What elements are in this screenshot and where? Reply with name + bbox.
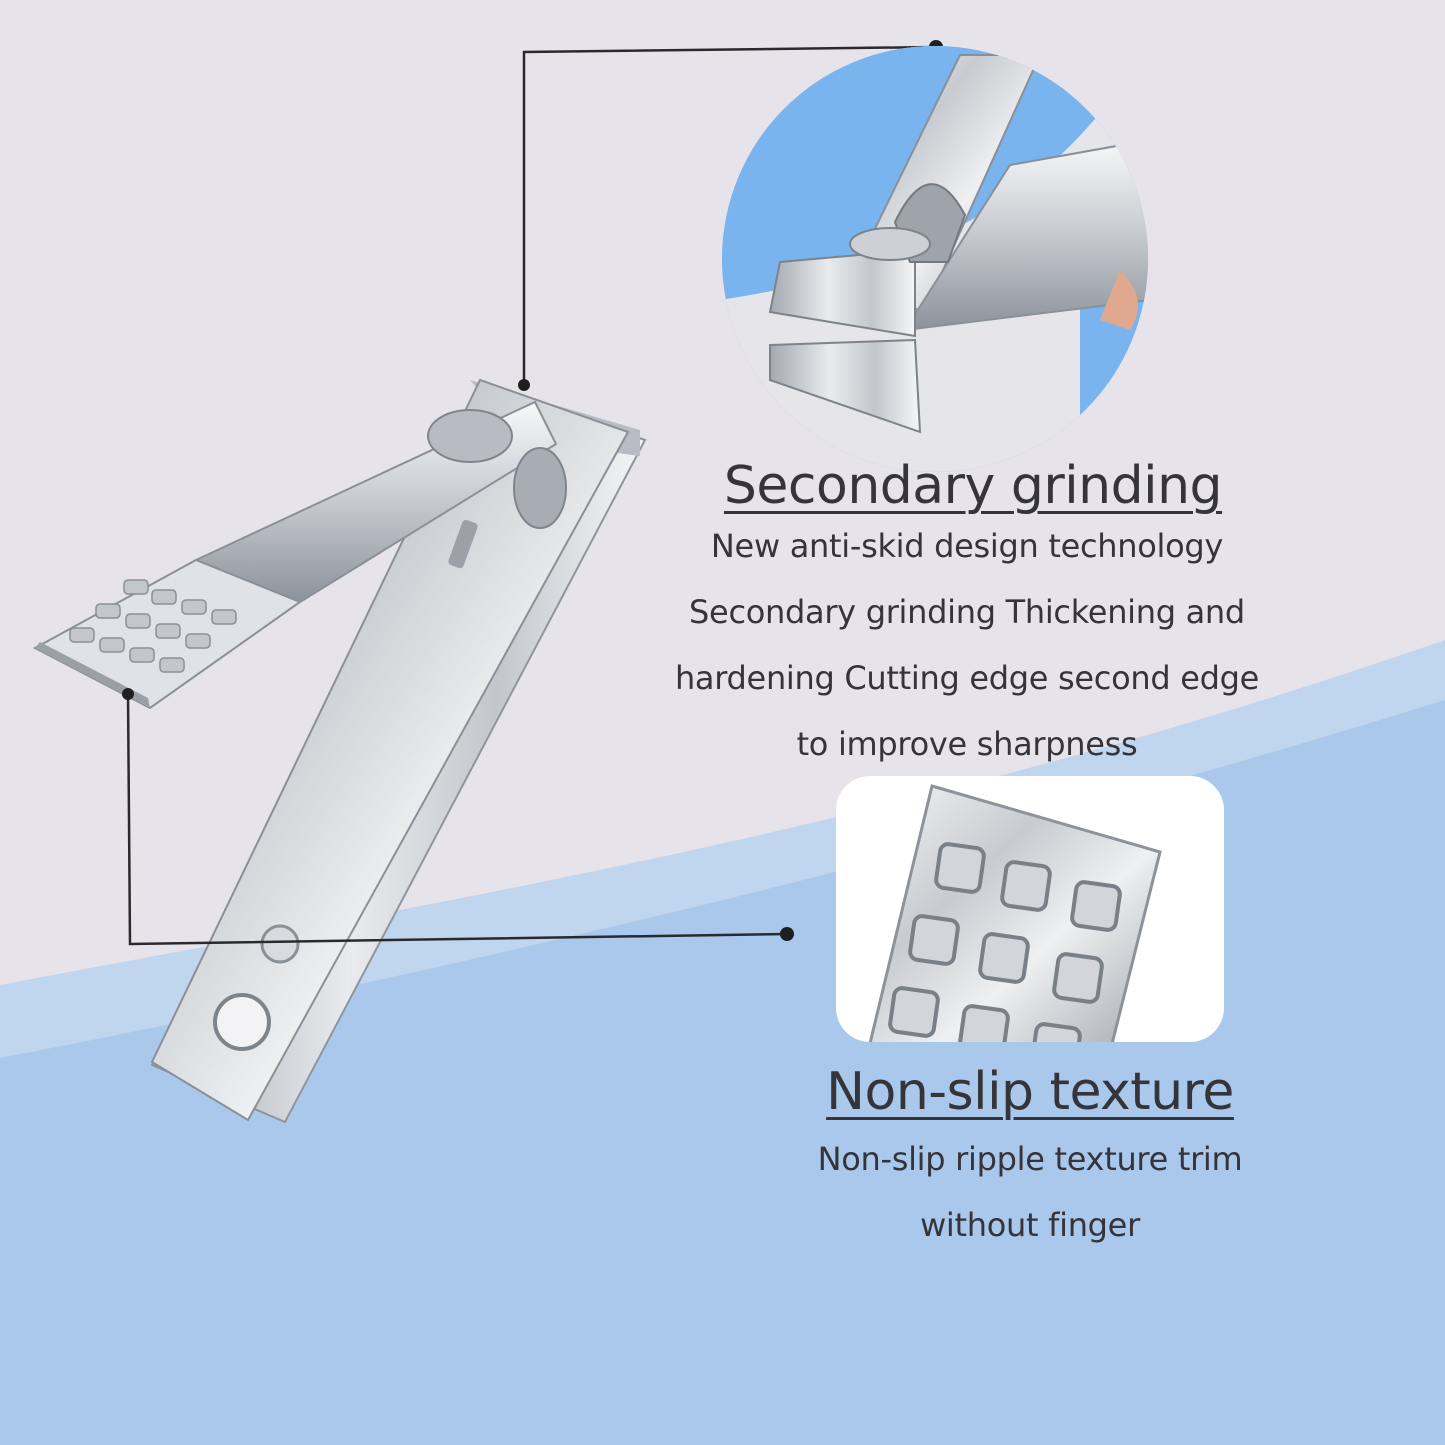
feature-line: New anti-skid design technology bbox=[710, 527, 1224, 565]
feature-line: hardening Cutting edge second edge bbox=[674, 659, 1260, 697]
feature-heading-secondary-grinding: Secondary grinding bbox=[723, 456, 1223, 516]
texture-detail-image bbox=[836, 776, 1224, 1042]
nail-clipper-image bbox=[32, 378, 647, 1124]
feature-line: without finger bbox=[920, 1206, 1140, 1244]
callout-connector-lines bbox=[126, 45, 937, 946]
grip-pattern bbox=[69, 579, 237, 673]
feature-line: Secondary grinding Thickening and bbox=[689, 593, 1245, 631]
feature-heading-non-slip-texture: Non-slip texture bbox=[826, 1062, 1234, 1122]
cutting-edge-detail-image bbox=[722, 46, 1148, 472]
feature-line: to improve sharpness bbox=[796, 725, 1138, 763]
feature-line: Non-slip ripple texture trim bbox=[817, 1140, 1243, 1178]
